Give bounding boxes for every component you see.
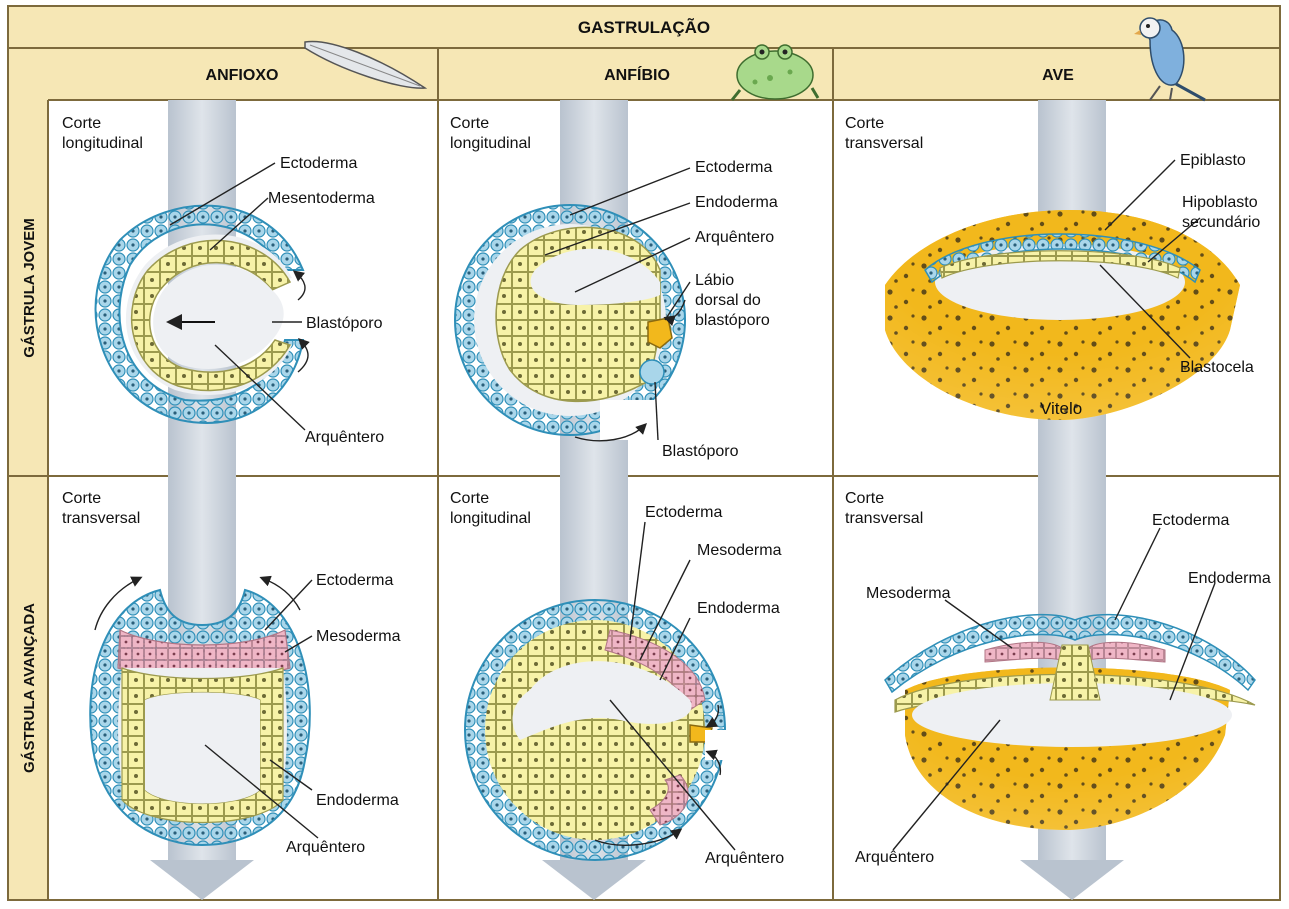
label-ectoderma: Ectoderma xyxy=(1152,512,1229,529)
label-labio-dorsal: dorsal do xyxy=(695,292,761,309)
embryo-anfioxo-avancada xyxy=(90,590,310,845)
label-labio-dorsal: blastóporo xyxy=(695,312,770,329)
embryo-anfibio-avancada xyxy=(465,600,735,860)
section-label: longitudinal xyxy=(450,135,531,152)
label-mesentoderma: Mesentoderma xyxy=(268,190,375,207)
diagram-title: GASTRULAÇÃO xyxy=(578,17,710,37)
section-label: Corte xyxy=(845,490,884,507)
label-endoderma: Endoderma xyxy=(1188,570,1271,587)
label-mesoderma: Mesoderma xyxy=(316,628,401,645)
label-labio-dorsal: Lábio xyxy=(695,272,734,289)
label-mesoderma: Mesoderma xyxy=(697,542,782,559)
label-ectoderma: Ectoderma xyxy=(280,155,357,172)
label-arquentero: Arquêntero xyxy=(695,229,774,246)
section-label: Corte xyxy=(62,490,101,507)
section-label: transversal xyxy=(62,510,140,527)
label-endoderma: Endoderma xyxy=(695,194,778,211)
embryo-anfibio-jovem xyxy=(455,205,685,440)
label-arquentero: Arquêntero xyxy=(305,429,384,446)
label-ectoderma: Ectoderma xyxy=(645,504,722,521)
label-hipoblasto: secundário xyxy=(1182,214,1260,231)
label-vitelo: Vitelo xyxy=(1040,399,1082,418)
section-label: Corte xyxy=(450,490,489,507)
section-label: Corte xyxy=(450,115,489,132)
label-arquentero: Arquêntero xyxy=(855,849,934,866)
label-arquentero: Arquêntero xyxy=(705,850,784,867)
label-endoderma: Endoderma xyxy=(316,792,399,809)
section-label: transversal xyxy=(845,510,923,527)
embryo-anfioxo-jovem xyxy=(96,206,303,423)
label-endoderma: Endoderma xyxy=(697,600,780,617)
section-label: Corte xyxy=(845,115,884,132)
embryo-ave-avancada xyxy=(885,615,1255,830)
embryo-ave-jovem xyxy=(885,210,1240,420)
column-anfibio: ANFÍBIO xyxy=(604,65,670,84)
label-epiblasto: Epiblasto xyxy=(1180,152,1246,169)
section-label: Corte xyxy=(62,115,101,132)
column-anfioxo: ANFIOXO xyxy=(206,67,279,84)
row-gastrula-avancada: GÁSTRULA AVANÇADA xyxy=(21,603,38,773)
label-blastoporo: Blastóporo xyxy=(306,315,383,332)
row-gastrula-jovem: GÁSTRULA JOVEM xyxy=(21,218,38,357)
label-blastocela: Blastocela xyxy=(1180,359,1254,376)
section-label: longitudinal xyxy=(450,510,531,527)
label-arquentero: Arquêntero xyxy=(286,839,365,856)
label-blastoporo: Blastóporo xyxy=(662,443,739,460)
label-mesoderma: Mesoderma xyxy=(866,585,951,602)
label-ectoderma: Ectoderma xyxy=(316,572,393,589)
label-hipoblasto: Hipoblasto xyxy=(1182,194,1258,211)
label-ectoderma: Ectoderma xyxy=(695,159,772,176)
column-ave: AVE xyxy=(1042,67,1074,84)
section-label: longitudinal xyxy=(62,135,143,152)
section-label: transversal xyxy=(845,135,923,152)
